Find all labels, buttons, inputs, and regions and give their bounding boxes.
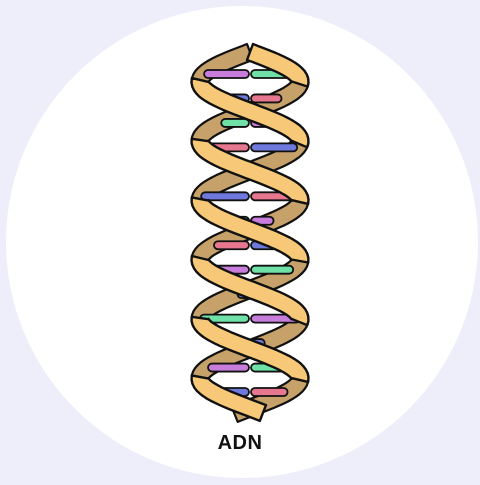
base-pink xyxy=(251,94,282,102)
base-green xyxy=(221,119,249,127)
base-purple xyxy=(204,70,249,78)
base-green xyxy=(251,266,293,274)
base-pink xyxy=(214,241,249,249)
front-strand-segment xyxy=(247,44,309,87)
base-purple xyxy=(208,364,249,372)
caption-label: ADN xyxy=(0,432,480,455)
base-blue xyxy=(251,143,297,151)
base-pink xyxy=(251,388,288,396)
